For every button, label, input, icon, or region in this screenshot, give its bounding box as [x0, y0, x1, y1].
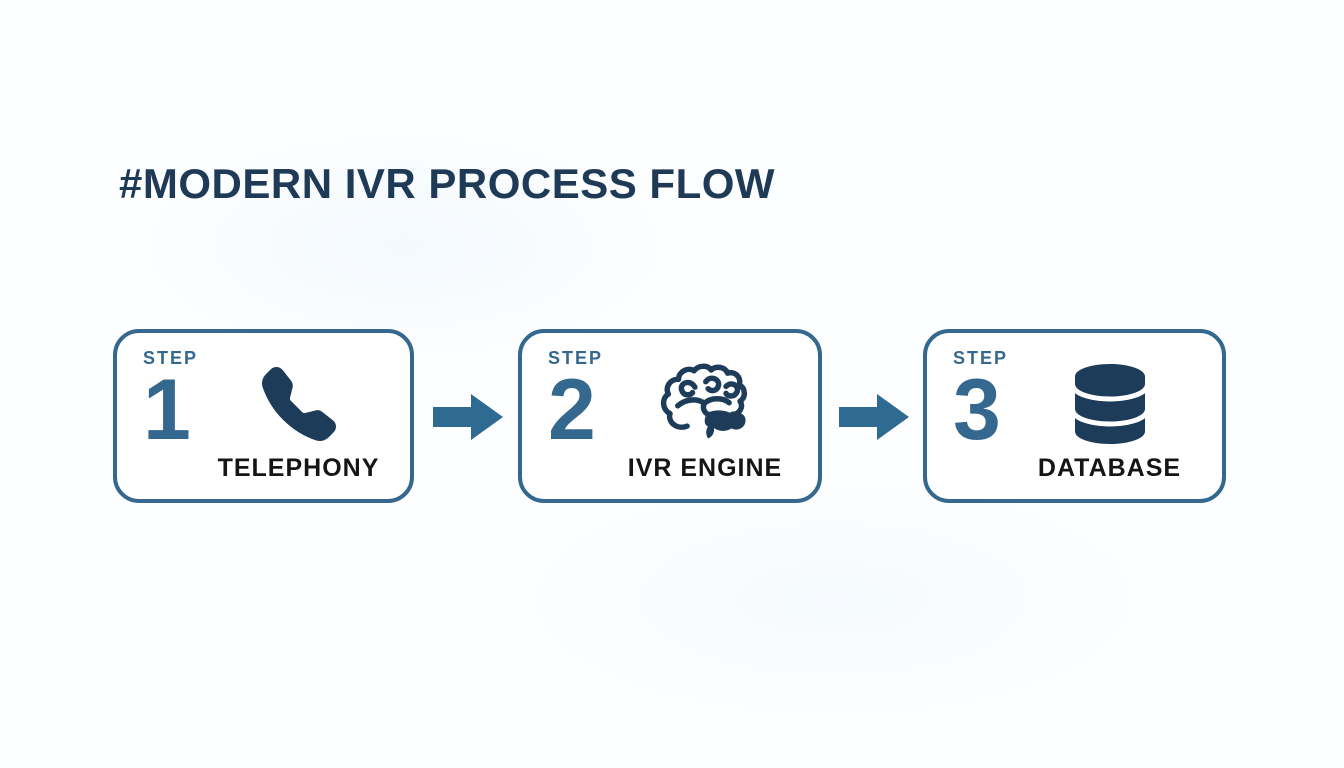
step-card-database: STEP 3 DATABASE	[923, 329, 1226, 503]
step-word: STEP	[143, 348, 199, 368]
step-indicator: STEP 3	[953, 348, 1009, 458]
arrow-right-icon	[433, 394, 503, 440]
page-title: #MODERN IVR PROCESS FLOW	[119, 160, 776, 207]
step-label: DATABASE	[1037, 453, 1182, 482]
step-word: STEP	[953, 348, 1009, 368]
step-content: IVR ENGINE	[596, 333, 814, 499]
step-card-ivr-engine: STEP 2 IVR ENGINE	[518, 329, 822, 503]
step-content: DATABASE	[1001, 333, 1218, 499]
step-label: TELEPHONY	[217, 453, 380, 482]
step-number: 1	[143, 362, 191, 458]
step-label: IVR ENGINE	[627, 453, 783, 482]
step-indicator: STEP 1	[143, 348, 199, 458]
step-card-telephony: STEP 1 TELEPHONY	[113, 329, 414, 503]
step-number: 3	[953, 362, 1001, 458]
step-number: 2	[548, 362, 596, 458]
database-icon	[1074, 363, 1145, 444]
step-word: STEP	[548, 348, 604, 368]
step-indicator: STEP 2	[548, 348, 604, 458]
step-content: TELEPHONY	[191, 333, 406, 499]
brain-icon	[659, 363, 751, 444]
arrow-right-icon	[839, 394, 909, 440]
phone-handset-icon	[261, 364, 336, 444]
